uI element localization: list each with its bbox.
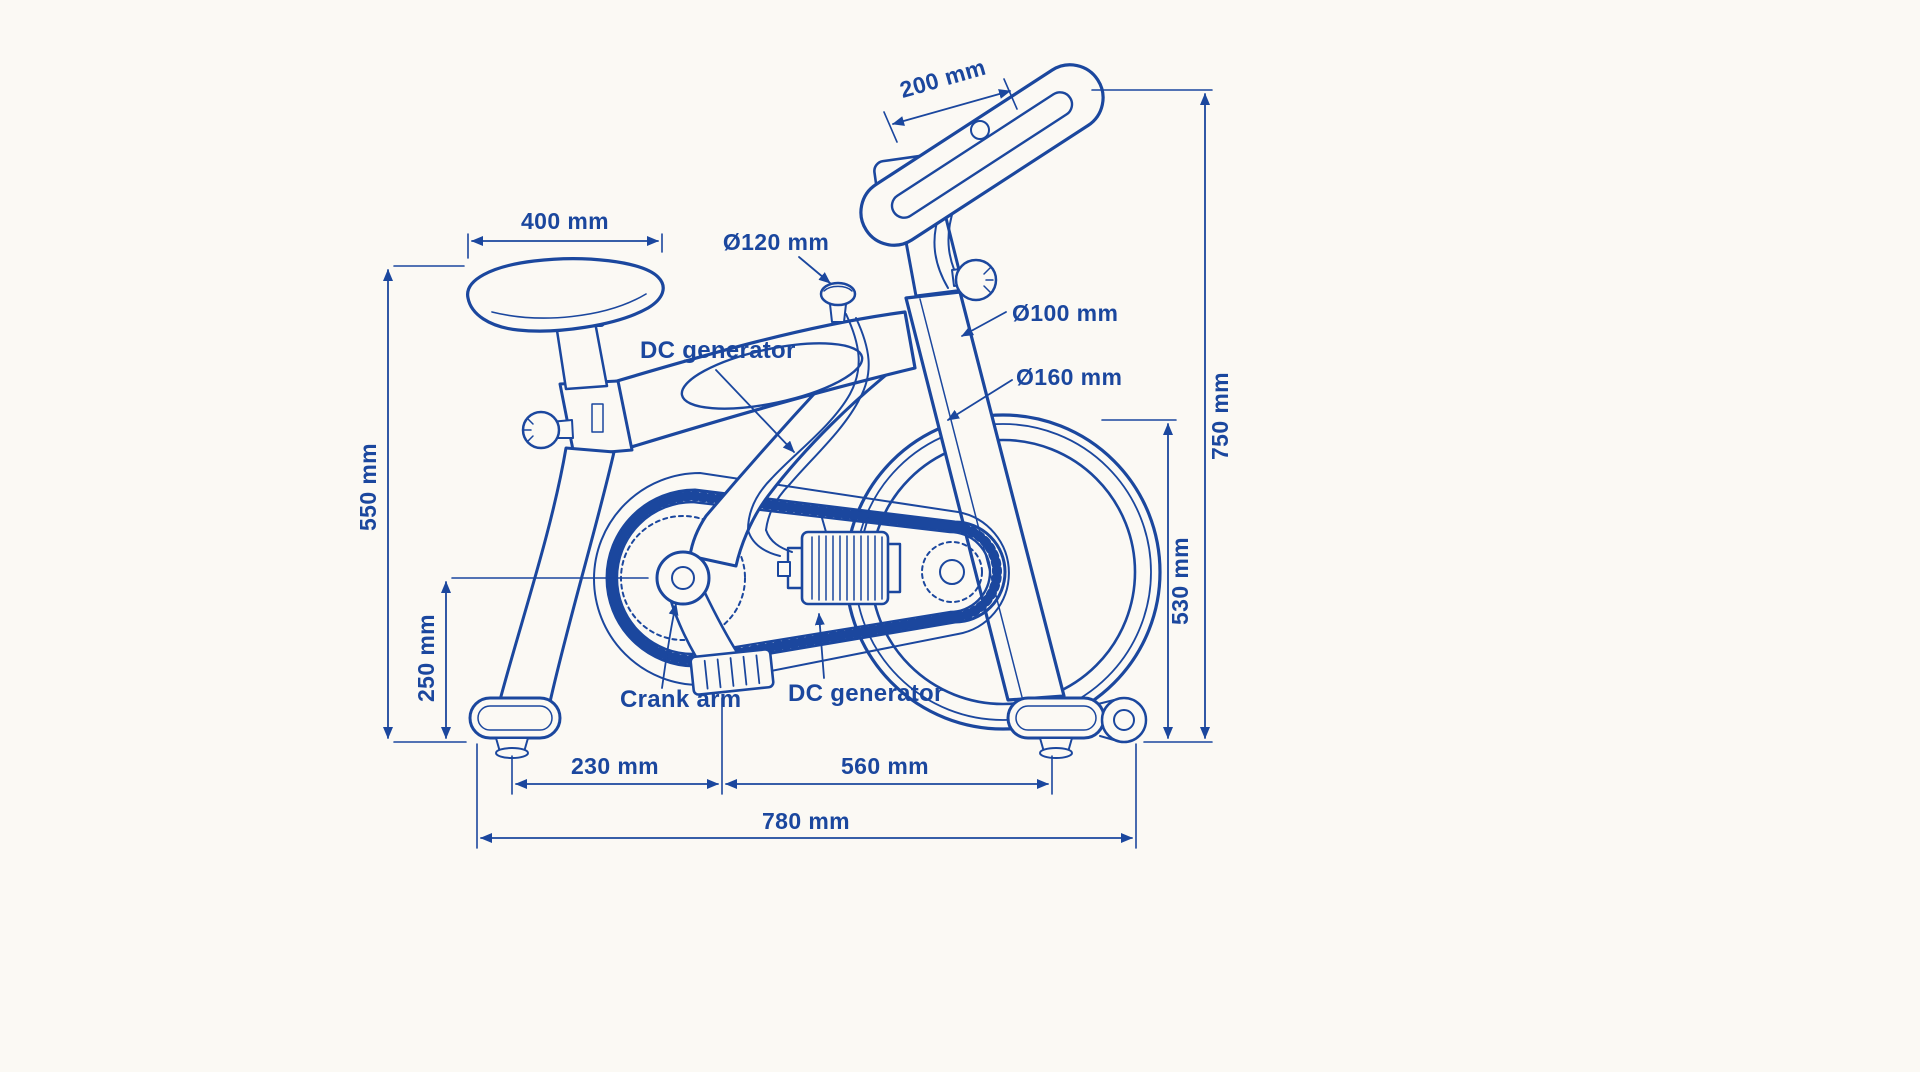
dim-tube-diameter-label: Ø160 mm [1016,364,1122,390]
leader-dc-generator-lower [814,613,825,679]
transport-roller [1100,696,1148,744]
dim-handlebar-length-label: 200 mm [897,54,989,103]
down-beam [688,348,902,568]
leader-crank-arm [661,603,679,689]
belt-guard-outline [593,472,1010,686]
resistance-knob [819,281,857,323]
pulley [921,541,983,603]
label-crank-arm: Crank arm [620,686,741,713]
rear-leg [498,446,616,704]
frame-cutout [680,342,864,410]
seat [466,257,665,333]
dim-seat-width-label: 400 mm [521,208,609,234]
front-frame-tube [904,258,1066,702]
bike-drawing [466,63,1162,759]
label-dc-generator-lower: DC generator [788,680,944,707]
handlebar-assembly [859,63,1105,247]
frame [498,310,917,704]
belt-teeth [607,491,1002,665]
dim-handlebar-length-line [892,89,1011,126]
dc-generator-motor [777,517,902,606]
post-clamp-knob [954,258,998,302]
saddle [466,257,665,391]
leader-tube-diameter [947,379,1013,421]
leader-post-diameter [961,311,1007,337]
label-dc-generator-upper: DC generator [640,337,796,364]
dim-crank-height-label: 250 mm [413,614,439,702]
dim-flywheel-height-label: 530 mm [1167,537,1193,625]
dim-rear-span-label: 230 mm [571,753,659,779]
front-foot [1006,696,1106,740]
cables [747,313,870,557]
dim-post-diameter-label: Ø100 mm [1012,300,1118,326]
dim-overall-height-label: 750 mm [1207,372,1233,460]
dim-overall-length-label: 780 mm [762,808,850,834]
dim-seat-height-label: 550 mm [355,443,381,531]
pedal [689,648,775,696]
handlebar-knob [970,120,990,140]
leader-dc-generator-upper [715,369,795,453]
frame-tab [591,403,604,433]
dimension-annotations: 400 mm 200 mm Ø120 mm Ø100 mm Ø160 mm 75… [355,54,1233,849]
seat-post [554,320,609,391]
dim-knob-diameter-label: Ø120 mm [723,229,829,255]
dim-front-span-label: 560 mm [841,753,929,779]
leader-knob-diameter [798,256,831,284]
crank-hub [655,550,711,606]
stabilizer-feet [468,696,1148,759]
handlebar-loop [859,63,1105,247]
rear-foot [468,696,562,740]
crank-pedal [655,550,775,696]
